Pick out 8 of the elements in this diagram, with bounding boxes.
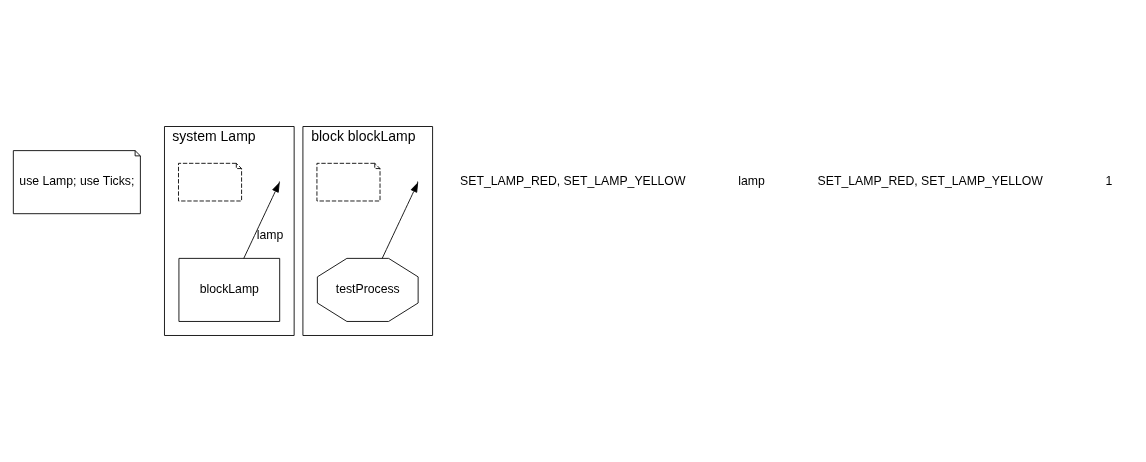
edge-label: lamp: [256, 228, 284, 243]
label: 1: [1105, 174, 1113, 189]
arrow: [381, 182, 419, 259]
node-box: blockLamp: [178, 257, 281, 322]
label: SET_LAMP_RED, SET_LAMP_YELLOW: [817, 174, 1043, 189]
arrow: [243, 182, 280, 259]
label: SET_LAMP_RED, SET_LAMP_YELLOW: [460, 174, 686, 189]
label: lamp: [738, 174, 765, 189]
